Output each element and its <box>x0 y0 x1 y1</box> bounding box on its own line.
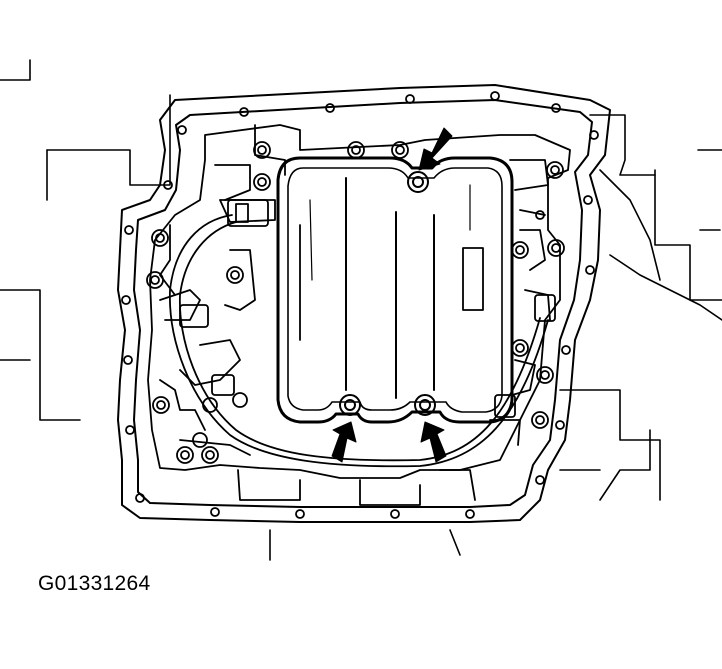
arrow-top-bolt <box>418 127 453 171</box>
arrow-bottom-right-bolt <box>420 421 447 463</box>
figure-id-label: G01331264 <box>38 572 151 595</box>
oil-pan-flange <box>117 84 611 523</box>
housing-background-lines <box>0 59 722 561</box>
flange-bolt-holes <box>121 91 599 519</box>
callout-arrows <box>331 127 453 463</box>
valve-body-details <box>146 124 571 506</box>
arrow-bottom-left-bolt <box>331 421 357 463</box>
oil-strainer-cover <box>276 156 514 424</box>
strainer-bolts <box>339 171 436 416</box>
wire-harness <box>169 199 556 468</box>
